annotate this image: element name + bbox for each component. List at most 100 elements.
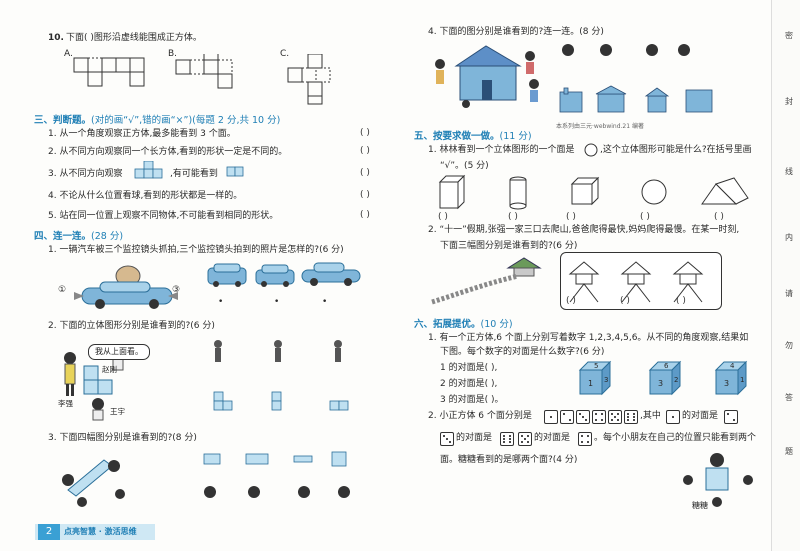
- page-number: 2: [38, 524, 60, 540]
- judge-item-2: 2. 从不同方向观察同一个长方体,看到的形状一定是不同的。: [48, 147, 288, 157]
- connect-q2: 2. 下面的立体图形分别是谁看到的?(6 分): [48, 321, 215, 331]
- judge-item-5: 5. 站在同一位置上观察不同物体,不可能看到相同的形状。: [48, 211, 279, 221]
- pavilion-answer-3[interactable]: ( ): [676, 296, 686, 306]
- q10-option-b: B.: [168, 49, 178, 59]
- section-3-label: 三、判断题。: [34, 115, 92, 126]
- net-c-figure: [287, 54, 331, 105]
- die-face-2-icon: [560, 410, 574, 424]
- judge-answer-2[interactable]: ( ): [360, 146, 370, 156]
- circle-face-icon: [584, 143, 598, 157]
- judge-item-3: 3. 从不同方向观察: [48, 169, 123, 179]
- pavilion-answer-1[interactable]: ( ): [566, 296, 576, 306]
- margin-char-2: 封: [785, 97, 793, 106]
- shape-answer-1[interactable]: ( ): [438, 212, 448, 222]
- cube1-side: 3: [604, 376, 609, 384]
- sec5-q1-b: ,这个立体图形可能是什么?在括号里画: [600, 145, 752, 155]
- shape-answer-3[interactable]: ( ): [566, 212, 576, 222]
- q10-text: 下面( )图形沿虚线能围成正方体。: [66, 33, 202, 43]
- section-5-title: 五、按要求做一做。(11 分): [414, 128, 532, 142]
- margin-char-5: 请: [785, 289, 793, 298]
- die-face-3-icon: [576, 410, 590, 424]
- sec6-q2-c: 的对面是: [682, 411, 719, 421]
- footer-brand: 点亮智慧 · 激活思维: [64, 527, 137, 536]
- section-4-title: 四、连一连。(28 分): [34, 228, 123, 242]
- number-cube-3: [714, 360, 748, 396]
- section-4-note: (28 分): [91, 231, 124, 242]
- opposite-of-2: 2 的对面是( ),: [440, 379, 498, 389]
- cube2-front: 3: [658, 379, 664, 388]
- section-5-label: 五、按要求做一做。: [414, 131, 500, 142]
- number-cube-2: [648, 360, 682, 396]
- sec5-q2-a: 2. “十一”假期,张强一家三口去爬山,爸爸爬得最快,妈妈爬得最慢。在某一时刻,: [428, 225, 740, 235]
- camera-3-label: ③: [172, 285, 181, 295]
- sec5-q2-b: 下面三幅图分别是谁看到的?(6 分): [440, 241, 578, 251]
- footer-bar: [35, 524, 155, 540]
- sec5-q1-a: 1. 林林看到一个立体图形的一个面是: [428, 145, 575, 155]
- die-face-5-icon: [608, 410, 622, 424]
- number-cube-1: [578, 360, 612, 396]
- shape-answer-4[interactable]: ( ): [640, 212, 650, 222]
- house-kids-scene: [435, 45, 539, 108]
- camera-1-label: ①: [58, 285, 67, 295]
- sec6-q1-a: 1. 有一个正方体,6 个面上分别写着数字 1,2,3,4,5,6。从不同的角度…: [428, 333, 749, 343]
- kid-faces-row: [204, 486, 350, 498]
- pavilion-answer-2[interactable]: ( ): [620, 296, 630, 306]
- margin-char-6: 勿: [785, 341, 793, 350]
- judge-item-4: 4. 不论从什么位置看球,看到的形状都是一样的。: [48, 191, 243, 201]
- shape-answer-5[interactable]: ( ): [714, 212, 724, 222]
- sec6-q2-d: 的对面是: [456, 433, 493, 443]
- margin-char-4: 内: [785, 233, 793, 242]
- judge-item-3-tail: ,有可能看到: [170, 169, 218, 179]
- section-3-note: (对的画“√”,错的画“×”)(每题 2 分,共 10 分): [91, 115, 281, 126]
- margin-char-1: 密: [785, 31, 793, 40]
- cube3-top: 4: [730, 362, 735, 370]
- car-camera-scene: [74, 265, 178, 309]
- judge-answer-5[interactable]: ( ): [360, 210, 370, 220]
- shape-answer-2[interactable]: ( ): [508, 212, 518, 222]
- q4-house-views: [559, 85, 713, 113]
- cube-stack-figure: [134, 161, 163, 179]
- section-5-note: (11 分): [499, 131, 532, 142]
- cube1-front: 1: [588, 379, 594, 388]
- cube3-side: 1: [740, 376, 745, 384]
- die-face-3b-icon: [440, 432, 454, 446]
- camera-dot-3: •: [322, 297, 328, 307]
- cube2-top: 6: [664, 362, 669, 370]
- margin-char-3: 线: [785, 167, 793, 176]
- pavilion-views: [568, 261, 704, 303]
- section-6-label: 六、拓展提优。: [414, 319, 481, 330]
- judge-answer-1[interactable]: ( ): [360, 128, 370, 138]
- section-3-title: 三、判断题。(对的画“√”,错的画“×”)(每题 2 分,共 10 分): [34, 112, 280, 126]
- car-photo-side: [301, 262, 361, 286]
- connect-q3: 3. 下面四幅图分别是谁看到的?(8 分): [48, 433, 197, 443]
- opposite-of-1: 1 的对面是( ),: [440, 363, 498, 373]
- section-4-label: 四、连一连。: [34, 231, 92, 242]
- car-photo-front: [207, 263, 247, 287]
- mountain-path-scene: [431, 257, 542, 305]
- sec6-q1-b: 下图。每个数字的对面是什么数字?(6 分): [440, 347, 605, 357]
- judge-answer-3[interactable]: ( ): [360, 168, 370, 178]
- section-6-note: (10 分): [480, 319, 513, 330]
- die-face-6b-icon: [500, 432, 514, 446]
- q4-text: 4. 下面的图分别是谁看到的?连一连。(8 分): [428, 27, 604, 37]
- q10-number: 10.: [48, 33, 64, 43]
- sec5-q1-c: “√”。(5 分): [440, 161, 489, 171]
- q10-option-c: C.: [280, 49, 290, 59]
- opposite-of-3: 3 的对面是( )。: [440, 395, 504, 405]
- die-face-2b-icon: [724, 410, 738, 424]
- dice-kids-scene: [683, 453, 753, 507]
- die-face-4b-icon: [578, 432, 592, 446]
- sec6-q2-f: 。每个小朋友在自己的位置只能看到两个: [594, 433, 757, 443]
- small-note: 本系列由三元·webwind.21 编著: [556, 123, 644, 130]
- connect-q1: 1. 一辆汽车被三个监控镜头抓拍,三个监控镜头拍到的照片是怎样的?(6 分): [48, 245, 344, 255]
- cube1-top: 5: [594, 362, 599, 370]
- judge-answer-4[interactable]: ( ): [360, 190, 370, 200]
- name-zhao-gang: 赵刚: [102, 365, 117, 374]
- q10-option-a: A.: [64, 49, 73, 59]
- margin-char-7: 答: [785, 393, 793, 402]
- sec6-q2-a: 2. 小正方体 6 个面分别是: [428, 411, 532, 421]
- net-a-figure: [73, 57, 145, 87]
- die-face-4-icon: [592, 410, 606, 424]
- die-face-1b-icon: [666, 410, 680, 424]
